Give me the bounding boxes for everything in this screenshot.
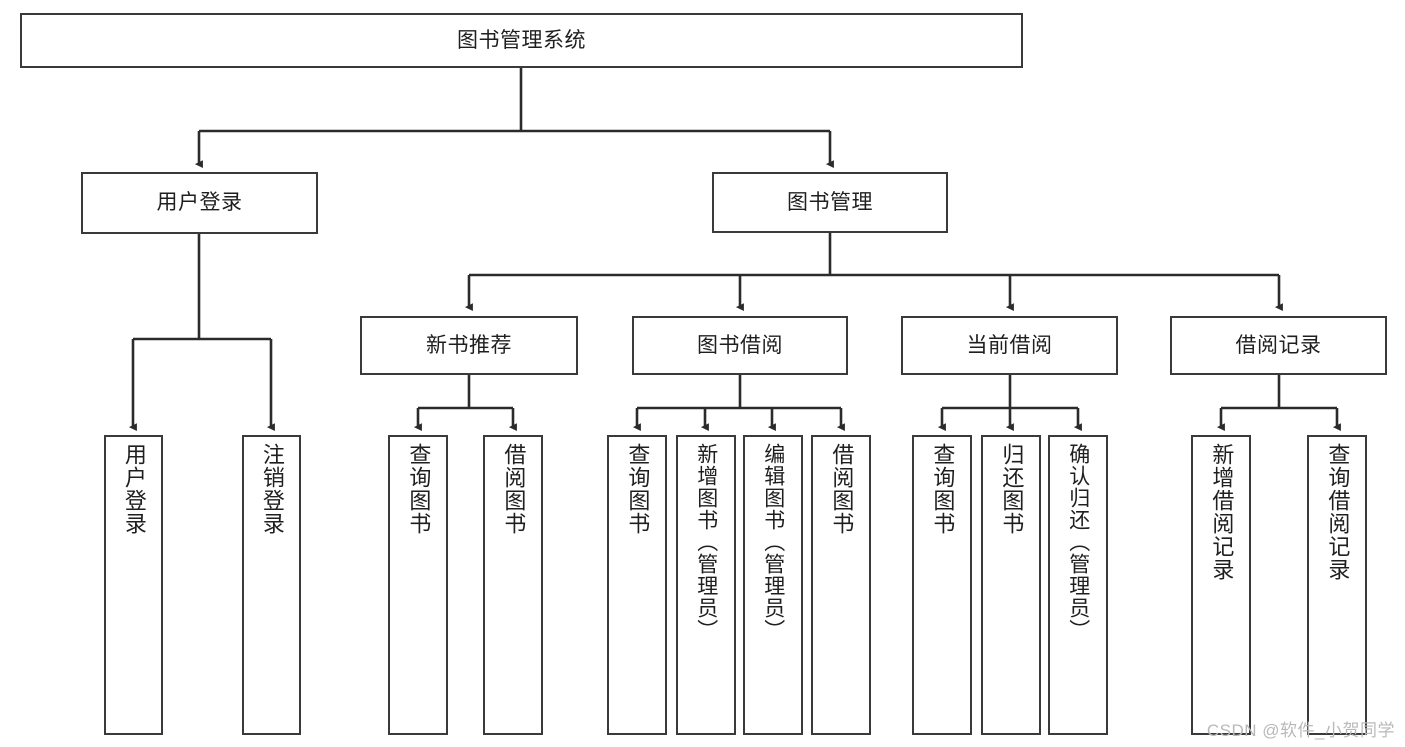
node-label: 查询图书 (930, 443, 956, 535)
node-label: 图书管理系统 (457, 28, 586, 52)
leaf-book-borrow-edit-book-admin[interactable]: 编辑图书（管理员） (743, 435, 803, 735)
node-label: 查询借阅记录 (1325, 443, 1351, 581)
node-user-login[interactable]: 用户登录 (81, 172, 318, 234)
node-label: 归还图书 (999, 443, 1025, 535)
leaf-user-login-login[interactable]: 用户登录 (104, 435, 163, 735)
node-new-book-recommend[interactable]: 新书推荐 (360, 316, 578, 375)
node-label: 注销登录 (259, 443, 285, 535)
node-label: 新增图书（管理员） (694, 443, 718, 641)
node-label: 新书推荐 (426, 333, 512, 357)
node-root-book-management-system[interactable]: 图书管理系统 (20, 13, 1023, 68)
leaf-book-borrow-query-book[interactable]: 查询图书 (607, 435, 667, 735)
leaf-current-borrow-confirm-return-admin[interactable]: 确认归还（管理员） (1048, 435, 1108, 735)
node-label: 图书借阅 (697, 333, 783, 357)
leaf-user-login-logout[interactable]: 注销登录 (242, 435, 301, 735)
leaf-book-borrow-add-book-admin[interactable]: 新增图书（管理员） (676, 435, 736, 735)
node-book-management[interactable]: 图书管理 (712, 172, 948, 233)
node-label: 借阅图书 (829, 443, 855, 535)
leaf-new-book-query-book[interactable]: 查询图书 (388, 435, 448, 735)
node-book-borrow[interactable]: 图书借阅 (632, 316, 848, 375)
node-label: 编辑图书（管理员） (761, 443, 785, 641)
node-label: 用户登录 (121, 443, 147, 535)
node-label: 图书管理 (787, 190, 873, 214)
node-current-borrow[interactable]: 当前借阅 (901, 316, 1118, 375)
leaf-borrow-record-query-record[interactable]: 查询借阅记录 (1307, 435, 1367, 735)
leaf-book-borrow-borrow-book[interactable]: 借阅图书 (811, 435, 871, 735)
watermark-text: CSDN @软件_小贺同学 (1206, 721, 1395, 740)
node-label: 确认归还（管理员） (1066, 443, 1090, 641)
node-label: 查询图书 (625, 443, 651, 535)
leaf-new-book-borrow-book[interactable]: 借阅图书 (483, 435, 543, 735)
node-label: 用户登录 (156, 191, 243, 215)
leaf-current-borrow-return-book[interactable]: 归还图书 (981, 435, 1041, 735)
leaf-borrow-record-add-record[interactable]: 新增借阅记录 (1191, 435, 1251, 735)
node-label: 查询图书 (406, 443, 432, 535)
leaf-current-borrow-query-book[interactable]: 查询图书 (912, 435, 972, 735)
node-label: 借阅记录 (1235, 333, 1322, 357)
node-label: 借阅图书 (501, 443, 527, 535)
node-borrow-record[interactable]: 借阅记录 (1170, 316, 1387, 375)
node-label: 新增借阅记录 (1209, 443, 1235, 581)
node-label: 当前借阅 (966, 333, 1053, 357)
